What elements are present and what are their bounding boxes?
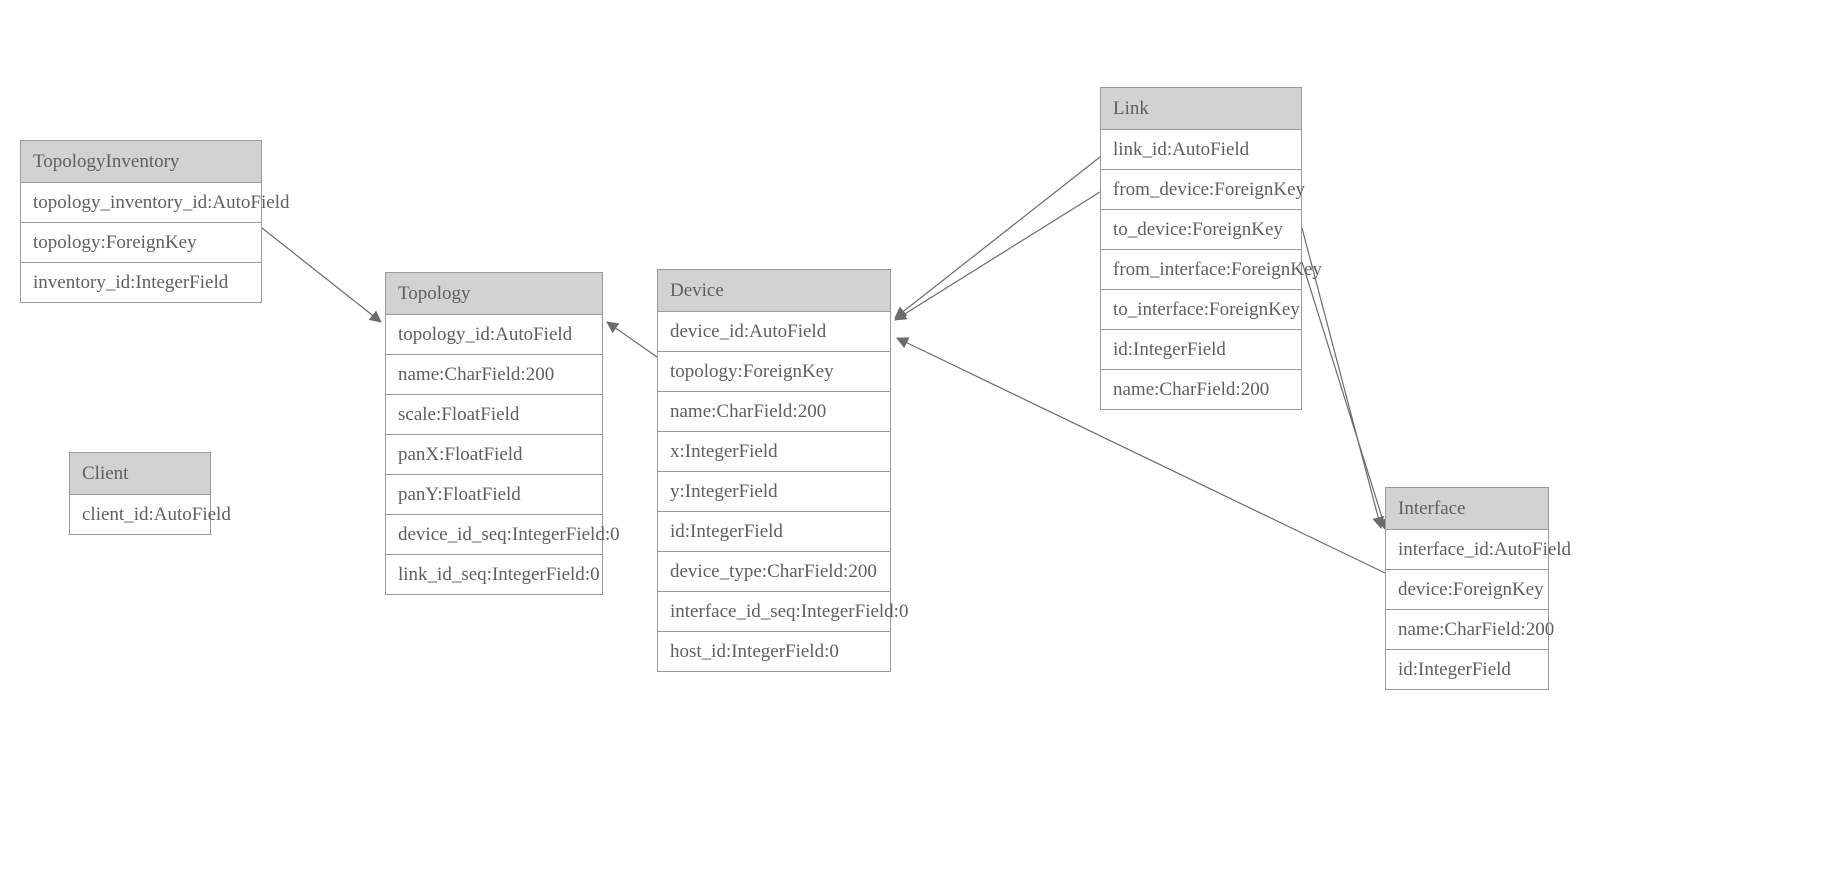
entity-link[interactable]: Link link_id:AutoField from_device:Forei… bbox=[1100, 87, 1322, 410]
entity-title: TopologyInventory bbox=[21, 141, 261, 183]
entity-field: topology_id:AutoField bbox=[386, 315, 602, 355]
entity-field: device_type:CharField:200 bbox=[658, 552, 890, 592]
entity-field: device_id:AutoField bbox=[658, 312, 890, 352]
entity-field: name:CharField:200 bbox=[658, 392, 890, 432]
entity-field: name:CharField:200 bbox=[386, 355, 602, 395]
entity-field: to_interface:ForeignKey bbox=[1101, 290, 1301, 330]
entity-field: link_id_seq:IntegerField:0 bbox=[386, 555, 602, 594]
edge-topologyinventory-topology bbox=[261, 227, 382, 323]
entity-title: Client bbox=[70, 453, 210, 495]
entity-client[interactable]: Client client_id:AutoField bbox=[69, 452, 231, 535]
entity-title: Interface bbox=[1386, 488, 1548, 530]
entity-title: Device bbox=[658, 270, 890, 312]
entity-field: topology_inventory_id:AutoField bbox=[21, 183, 290, 223]
entity-field: from_device:ForeignKey bbox=[1101, 170, 1305, 210]
entity-device[interactable]: Device device_id:AutoField topology:Fore… bbox=[657, 269, 908, 672]
edge-link-from-device bbox=[894, 156, 1101, 319]
entity-field: panY:FloatField bbox=[386, 475, 602, 515]
entity-field: host_id:IntegerField:0 bbox=[658, 632, 890, 671]
entity-title: Topology bbox=[386, 273, 602, 315]
entity-field: name:CharField:200 bbox=[1386, 610, 1554, 650]
entity-field: inventory_id:IntegerField bbox=[21, 263, 261, 302]
entity-field: topology:ForeignKey bbox=[21, 223, 261, 263]
entity-field: interface_id_seq:IntegerField:0 bbox=[658, 592, 908, 632]
entity-field: scale:FloatField bbox=[386, 395, 602, 435]
entity-field: x:IntegerField bbox=[658, 432, 890, 472]
entity-title: Link bbox=[1101, 88, 1301, 130]
entity-field: id:IntegerField bbox=[1101, 330, 1301, 370]
entity-field: id:IntegerField bbox=[658, 512, 890, 552]
entity-field: panX:FloatField bbox=[386, 435, 602, 475]
entity-field: link_id:AutoField bbox=[1101, 130, 1301, 170]
entity-field: client_id:AutoField bbox=[70, 495, 231, 534]
edge-device-topology bbox=[606, 321, 658, 358]
entity-field: interface_id:AutoField bbox=[1386, 530, 1571, 570]
entity-topology-inventory[interactable]: TopologyInventory topology_inventory_id:… bbox=[20, 140, 290, 303]
entity-field: topology:ForeignKey bbox=[658, 352, 890, 392]
entity-field: name:CharField:200 bbox=[1101, 370, 1301, 409]
entity-topology[interactable]: Topology topology_id:AutoField name:Char… bbox=[385, 272, 620, 595]
entity-field: from_interface:ForeignKey bbox=[1101, 250, 1322, 290]
entity-field: y:IntegerField bbox=[658, 472, 890, 512]
entity-field: to_device:ForeignKey bbox=[1101, 210, 1301, 250]
entity-field: device:ForeignKey bbox=[1386, 570, 1548, 610]
entity-field: id:IntegerField bbox=[1386, 650, 1548, 689]
edge-link-to-interface bbox=[1301, 261, 1389, 531]
edge-link-to-device bbox=[894, 191, 1101, 321]
entity-field: device_id_seq:IntegerField:0 bbox=[386, 515, 620, 555]
entity-interface[interactable]: Interface interface_id:AutoField device:… bbox=[1385, 487, 1571, 690]
